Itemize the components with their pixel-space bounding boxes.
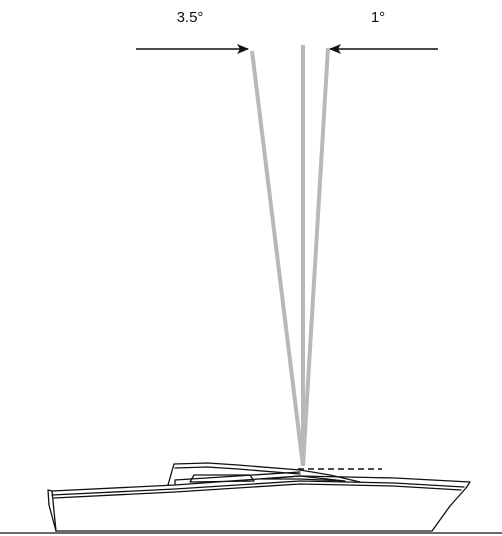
hull-stripe xyxy=(51,480,465,496)
sailboat xyxy=(47,462,471,532)
mast-line-heeled-right xyxy=(301,47,330,467)
mast-line-heeled-left xyxy=(250,50,305,467)
right-angle-label: 1° xyxy=(371,9,385,26)
boat-hull xyxy=(47,475,471,532)
boat-cabin xyxy=(167,462,361,486)
left-angle-label: 3.5° xyxy=(177,9,204,26)
